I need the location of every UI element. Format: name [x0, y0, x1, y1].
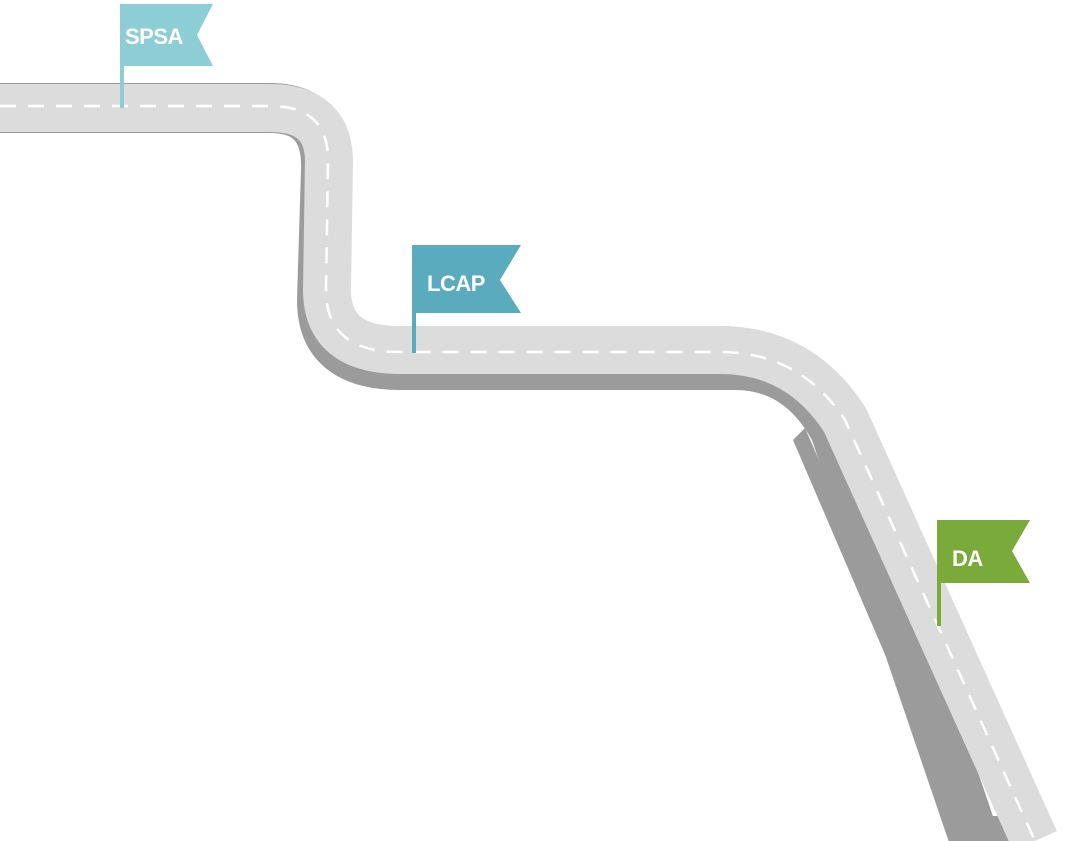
road-surface	[0, 108, 1035, 841]
flag-label-lcap: LCAP	[427, 271, 485, 296]
flag-label-da: DA	[952, 546, 983, 571]
flag-label-spsa: SPSA	[125, 24, 184, 49]
